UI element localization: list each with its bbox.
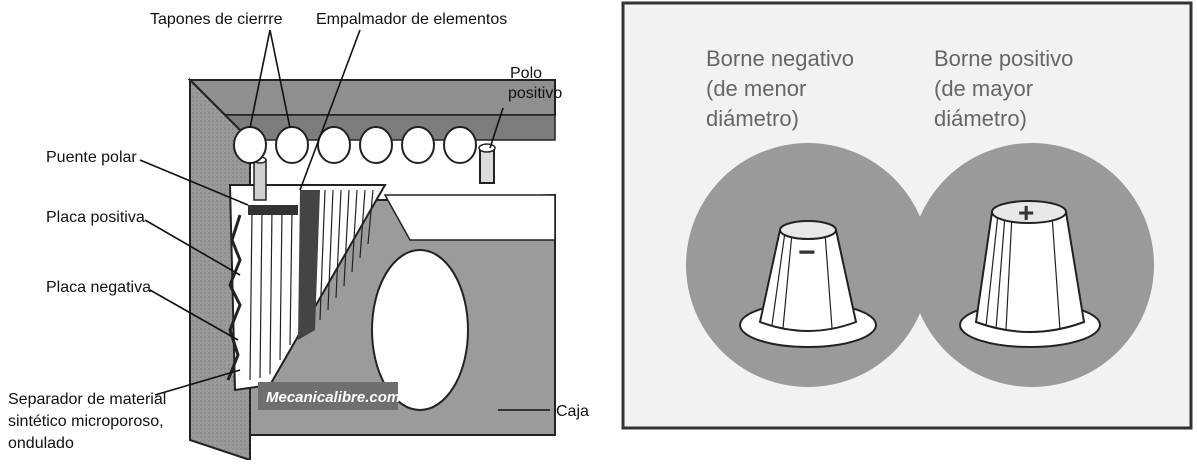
positive-label-line1: Borne positivo xyxy=(934,46,1073,71)
watermark-text: Mecanicalibre.com xyxy=(266,389,400,406)
negative-label-line2: (de menor xyxy=(706,76,806,101)
negative-plate-edge xyxy=(226,214,242,381)
positive-label-line2: (de mayor xyxy=(934,76,1033,101)
positive-label-line3: diámetro) xyxy=(934,106,1027,131)
plate-pack-dark xyxy=(298,190,320,340)
label-polo-line2: positivo xyxy=(508,85,562,102)
battery-cutaway-diagram: Tapones de cierrre Empalmador de element… xyxy=(0,0,600,462)
caps-row xyxy=(233,126,477,164)
label-puente-polar: Puente polar xyxy=(46,149,137,166)
label-separador-line3: ondulado xyxy=(8,435,74,452)
case-oval-window xyxy=(371,249,469,411)
leader-lines xyxy=(139,29,550,411)
label-tapones: Tapones de cierrre xyxy=(150,11,283,28)
positive-terminal-post xyxy=(959,200,1101,348)
puente-polar-bar xyxy=(248,205,298,215)
battery-illustration: Tapones de cierrre Empalmador de element… xyxy=(8,11,589,462)
cut-terminal-post xyxy=(253,159,267,201)
terminals-panel: − + Borne negativo (de menor diámetro) B… xyxy=(620,0,1197,460)
terminals-illustration: − + Borne negativo (de menor diámetro) B… xyxy=(621,1,1193,430)
label-empalmador: Empalmador de elementos xyxy=(316,11,507,28)
label-caja: Caja xyxy=(556,403,589,420)
positive-pole-top xyxy=(478,143,496,153)
positive-sign: + xyxy=(1018,197,1034,228)
label-separador-line1: Separador de material xyxy=(8,391,166,408)
positive-pole xyxy=(479,147,495,184)
label-placa-negativa: Placa negativa xyxy=(46,279,151,296)
negative-terminal-post xyxy=(739,220,877,348)
battery-case-band xyxy=(383,194,556,241)
negative-sign: − xyxy=(798,236,816,269)
negative-label-line3: diámetro) xyxy=(706,106,799,131)
label-polo-line1: Polo xyxy=(510,65,542,82)
watermark-band xyxy=(258,382,398,410)
label-separador-line2: sintético microporoso, xyxy=(8,413,164,430)
battery-lid-top xyxy=(187,79,556,116)
negative-label-line1: Borne negativo xyxy=(706,46,854,71)
label-placa-positiva: Placa positiva xyxy=(46,209,145,226)
plates-lines xyxy=(249,189,374,381)
